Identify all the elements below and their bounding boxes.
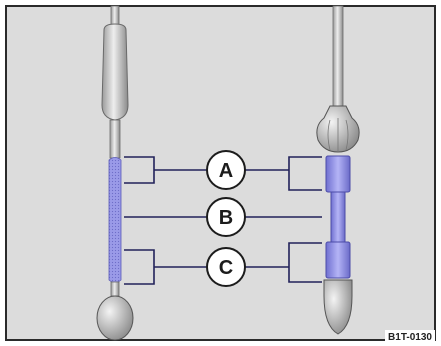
left-dipstick-lower-shaft [110, 281, 120, 297]
right-dipstick-top-rod [332, 5, 344, 107]
left-brackets [124, 156, 207, 285]
callout-a: A [206, 150, 246, 190]
right-dipstick-cap-ridges [327, 118, 349, 152]
left-dipstick-marking-zone [108, 157, 122, 283]
right-brackets [245, 156, 322, 283]
left-dipstick-shaft [109, 119, 121, 159]
left-dipstick [96, 5, 134, 341]
callout-a-label: A [219, 160, 233, 182]
left-dipstick-tip [96, 295, 134, 341]
callout-c: C [206, 247, 246, 287]
callout-b: B [206, 197, 246, 237]
reference-code: B1T-0130 [388, 332, 432, 343]
left-dipstick-handle [101, 23, 129, 121]
right-dipstick-upper-band [325, 155, 351, 193]
right-dipstick-lower-band [325, 241, 351, 279]
callout-c-label: C [219, 257, 233, 279]
callout-b-label: B [219, 207, 233, 229]
right-dipstick-middle-shaft [330, 191, 346, 243]
reference-code-box: B1T-0130 [385, 330, 435, 343]
right-dipstick [316, 5, 360, 335]
right-dipstick-tip [323, 279, 353, 335]
